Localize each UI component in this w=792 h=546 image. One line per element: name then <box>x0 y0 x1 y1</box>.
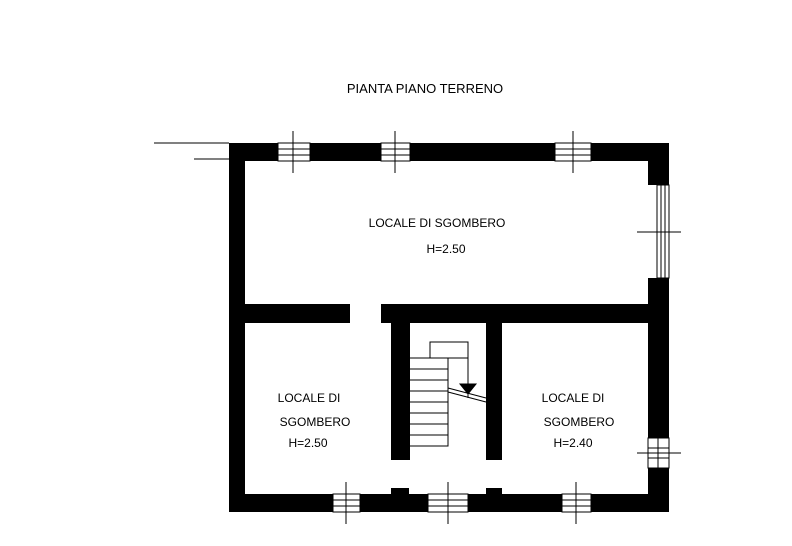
wall-bottom-4 <box>591 494 669 512</box>
window-top-1 <box>277 131 311 173</box>
walls <box>229 143 669 512</box>
window-top-3 <box>554 131 592 173</box>
wall-stair-right <box>486 323 502 460</box>
window-bottom-1 <box>332 482 361 524</box>
room-top-height: H=2.50 <box>426 242 465 256</box>
wall-bottom-1 <box>229 494 333 512</box>
window-right-2 <box>637 428 681 478</box>
wall-right-2 <box>648 278 669 438</box>
wall-right-1 <box>648 143 669 185</box>
wall-interior-h-right <box>381 304 648 323</box>
reference-lines <box>154 142 229 160</box>
room-left-name-line2: SGOMBERO <box>280 415 351 429</box>
wall-top-2 <box>310 143 381 161</box>
room-right-name-line2: SGOMBERO <box>544 415 615 429</box>
windows <box>277 131 681 524</box>
door-jamb-left <box>391 488 409 496</box>
wall-stair-left <box>391 323 410 460</box>
stair-direction-arrow <box>458 383 478 395</box>
room-right-height: H=2.40 <box>553 436 592 450</box>
door-bottom-entry <box>427 482 469 524</box>
wall-interior-h-left <box>245 304 350 323</box>
window-bottom-2 <box>561 482 592 524</box>
wall-bottom-3 <box>468 494 562 512</box>
window-right-1 <box>637 184 681 279</box>
window-top-2 <box>380 131 411 173</box>
wall-bottom-2 <box>360 494 428 512</box>
room-left-name-line1: LOCALE DI <box>278 391 341 405</box>
room-top-name: LOCALE DI SGOMBERO <box>369 216 506 230</box>
plan-title: PIANTA PIANO TERRENO <box>347 81 503 96</box>
room-right: LOCALE DI SGOMBERO H=2.40 <box>542 391 615 450</box>
wall-left <box>229 143 245 512</box>
door-jamb-right <box>486 488 502 496</box>
wall-top-3 <box>410 143 555 161</box>
room-left: LOCALE DI SGOMBERO H=2.50 <box>278 391 351 450</box>
staircase <box>410 341 487 447</box>
room-left-height: H=2.50 <box>288 436 327 450</box>
room-top: LOCALE DI SGOMBERO H=2.50 <box>369 216 506 256</box>
room-right-name-line1: LOCALE DI <box>542 391 605 405</box>
